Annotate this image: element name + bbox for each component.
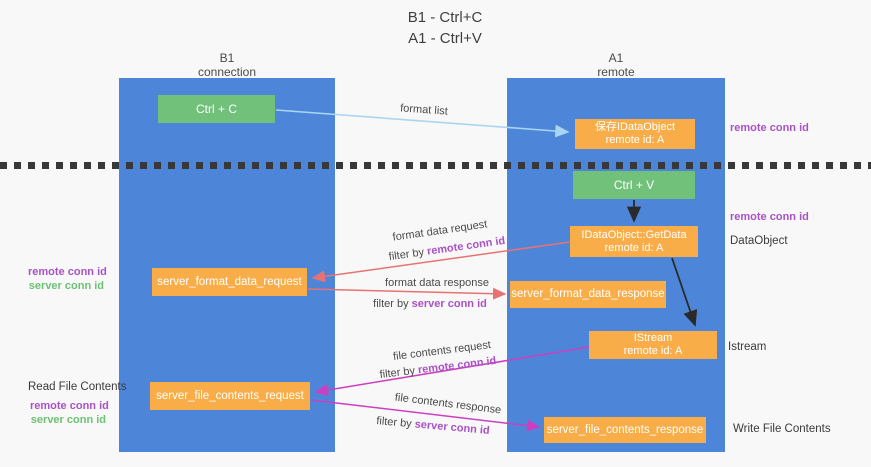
filter-by-text: filter by [379, 364, 419, 382]
right-column-name: A1 [608, 51, 624, 65]
save-idataobject-line2: remote id: A [605, 134, 665, 146]
right-column-subtitle: remote [597, 65, 635, 79]
save-idataobject-box: 保存IDataObject remote id: A [575, 119, 695, 149]
left-server-conn-id-2: server conn id [30, 414, 106, 426]
getdata-box: IDataObject::GetData remote id: A [570, 226, 698, 257]
server-conn-id-text: server conn id [411, 298, 487, 310]
left-server-conn-id-1: server conn id [28, 280, 104, 292]
filter-by-text: filter by [375, 415, 416, 431]
server-file-contents-request-label: server_file_contents_request [156, 389, 304, 402]
server-file-contents-response-box: server_file_contents_response [544, 417, 706, 443]
left-column-name: B1 [219, 51, 235, 65]
format-response-arrow [307, 287, 507, 300]
dataobject-label: DataObject [730, 235, 788, 247]
filter-by-server-1: filter by server conn id [373, 298, 487, 310]
istream-line2: remote id: A [623, 345, 683, 357]
filter-by-text: filter by [373, 298, 412, 310]
ctrl-v-label: Ctrl + V [613, 178, 655, 192]
ctrl-v-box: Ctrl + V [573, 171, 695, 199]
server-file-contents-response-label: server_file_contents_response [546, 423, 704, 436]
dashed-divider [0, 162, 871, 169]
istream-side-label: Istream [728, 341, 767, 353]
write-file-contents-label: Write File Contents [733, 423, 831, 435]
left-column-subtitle: connection [197, 65, 257, 79]
server-file-contents-request-box: server_file_contents_request [150, 382, 310, 410]
server-conn-id-text: server conn id [414, 418, 491, 437]
left-remote-conn-id-1: remote conn id [28, 266, 107, 278]
server-format-data-response-label: server_format_data_response [511, 288, 665, 300]
file-contents-response-label: file contents response [394, 391, 502, 417]
left-column-header: B1 connection [157, 51, 297, 79]
format-list-label: format list [399, 102, 449, 118]
istream-box: IStream remote id: A [589, 331, 717, 359]
ctrl-c-box: Ctrl + C [158, 95, 275, 123]
right-remote-conn-id-2: remote conn id [730, 211, 809, 223]
title-line-1: B1 - Ctrl+C [407, 9, 483, 26]
istream-line1: IStream [633, 332, 673, 344]
remote-conn-id-text: remote conn id [426, 234, 506, 258]
filter-by-server-2: filter by server conn id [376, 415, 490, 437]
filter-by-text: filter by [388, 245, 428, 264]
right-column-header: A1 remote [546, 51, 686, 79]
server-format-data-request-label: server_format_data_request [157, 275, 302, 288]
server-format-data-response-box: server_format_data_response [510, 281, 666, 308]
diagram-title: B1 - Ctrl+C A1 - Ctrl+V [345, 7, 545, 49]
format-data-response-label: format data response [385, 277, 489, 289]
left-remote-conn-id-2: remote conn id [30, 400, 109, 412]
read-file-contents-label: Read File Contents [28, 381, 127, 393]
save-idataobject-line1: 保存IDataObject [594, 121, 676, 133]
ctrl-c-label: Ctrl + C [195, 102, 237, 116]
right-remote-conn-id-1: remote conn id [730, 122, 809, 134]
getdata-line2: remote id: A [604, 241, 664, 254]
server-format-data-request-box: server_format_data_request [152, 268, 307, 296]
title-line-2: A1 - Ctrl+V [408, 30, 482, 47]
getdata-line1: IDataObject::GetData [581, 228, 687, 241]
